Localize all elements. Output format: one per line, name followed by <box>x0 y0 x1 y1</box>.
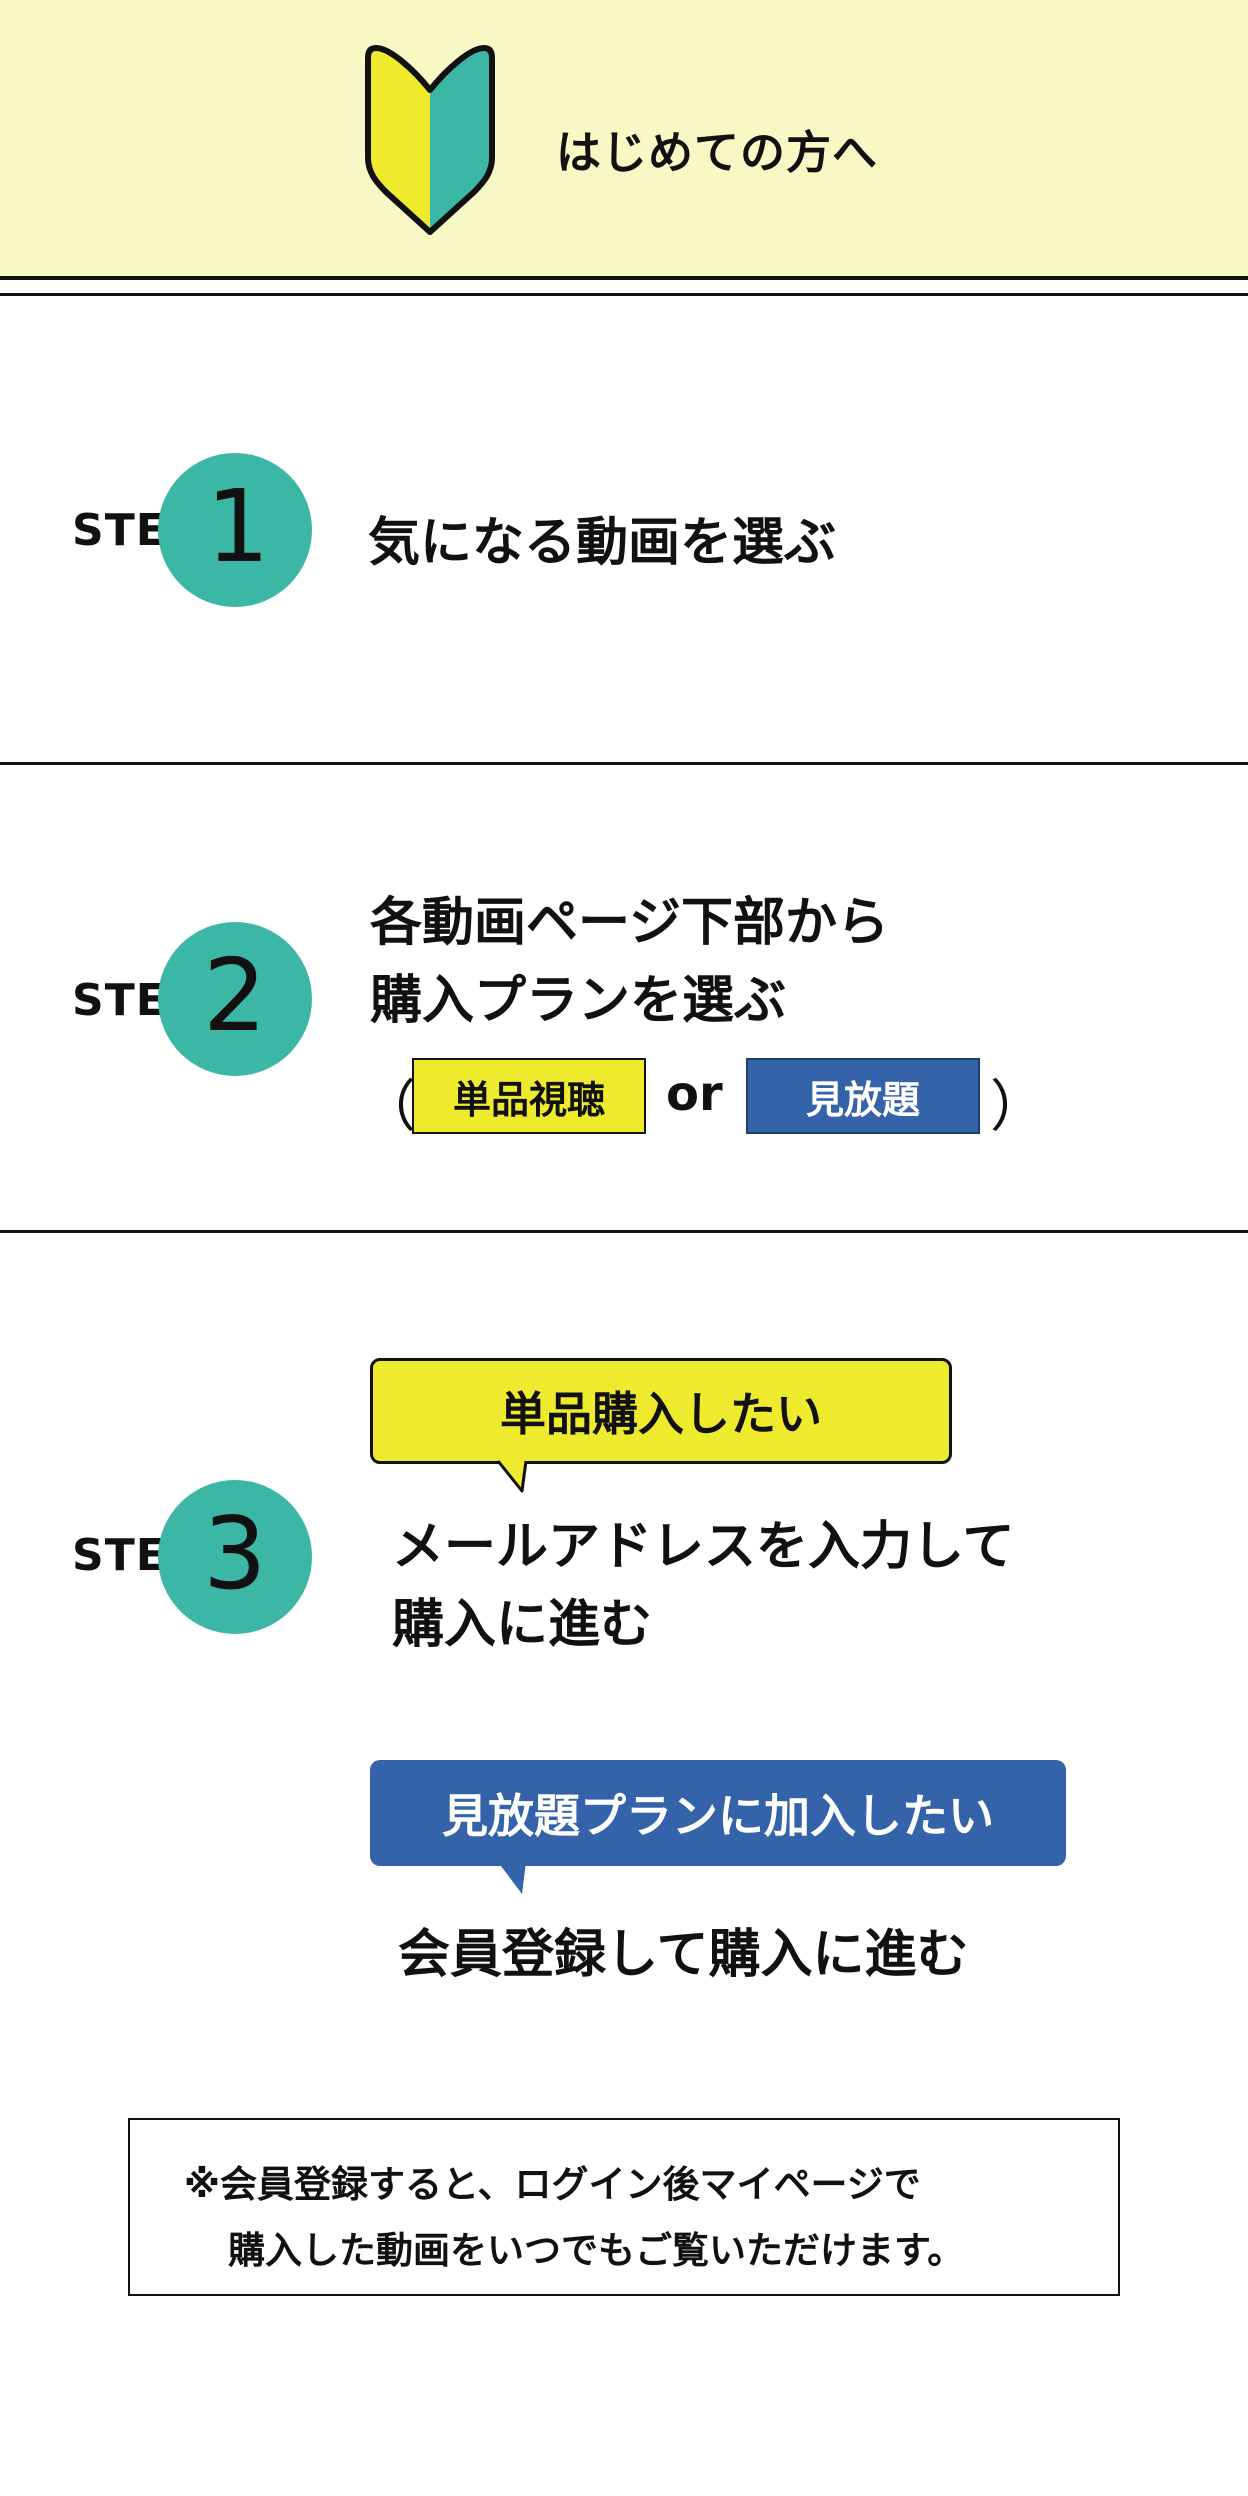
note-box: ※会員登録すると、ログイン後マイページで 購入した動画をいつでもご覧いただけます… <box>128 2118 1120 2296</box>
open-paren: （ <box>360 1075 416 1140</box>
unlimited-chip: 見放題 <box>746 1058 980 1134</box>
step-1-circle <box>158 453 312 607</box>
unlimited-plan-bubble: 見放題プランに加入したい <box>370 1760 1066 1866</box>
single-view-chip: 単品視聴 <box>412 1058 646 1134</box>
or-text: or <box>666 1066 723 1122</box>
unlimited-plan-text: 会員登録して購入に進む <box>398 1925 969 1985</box>
step-2-number: 2 <box>203 937 267 1054</box>
header-divider <box>0 293 1248 296</box>
close-paren: ） <box>990 1075 1046 1140</box>
step-2-circle <box>158 922 312 1076</box>
step-1-text: 気になる動画を選ぶ <box>368 513 837 573</box>
section-divider <box>0 1230 1248 1233</box>
header-divider <box>0 276 1248 280</box>
step-3-number: 3 <box>203 1495 267 1612</box>
single-purchase-line2: 購入に進む <box>392 1595 653 1655</box>
single-purchase-bubble: 単品購入したい <box>370 1358 952 1464</box>
step-2-text-line2: 購入プランを選ぶ <box>370 971 787 1031</box>
step-3-circle <box>158 1480 312 1634</box>
beginner-leaf-icon <box>365 45 495 235</box>
header-title: はじめての方へ <box>556 126 879 179</box>
step-1-number: 1 <box>206 468 270 585</box>
bubble-tail <box>498 1862 526 1894</box>
note-line2: 購入した動画をいつでもご覧いただけます。 <box>228 2229 965 2272</box>
header-banner: はじめての方へ <box>0 0 1248 276</box>
bubble-tail <box>496 1459 528 1493</box>
single-purchase-line1: メールアドレスを入力して <box>392 1517 1015 1577</box>
note-line1: ※会員登録すると、ログイン後マイページで <box>184 2163 921 2206</box>
section-divider <box>0 762 1248 765</box>
step-2-text-line1: 各動画ページ下部から <box>370 893 889 953</box>
